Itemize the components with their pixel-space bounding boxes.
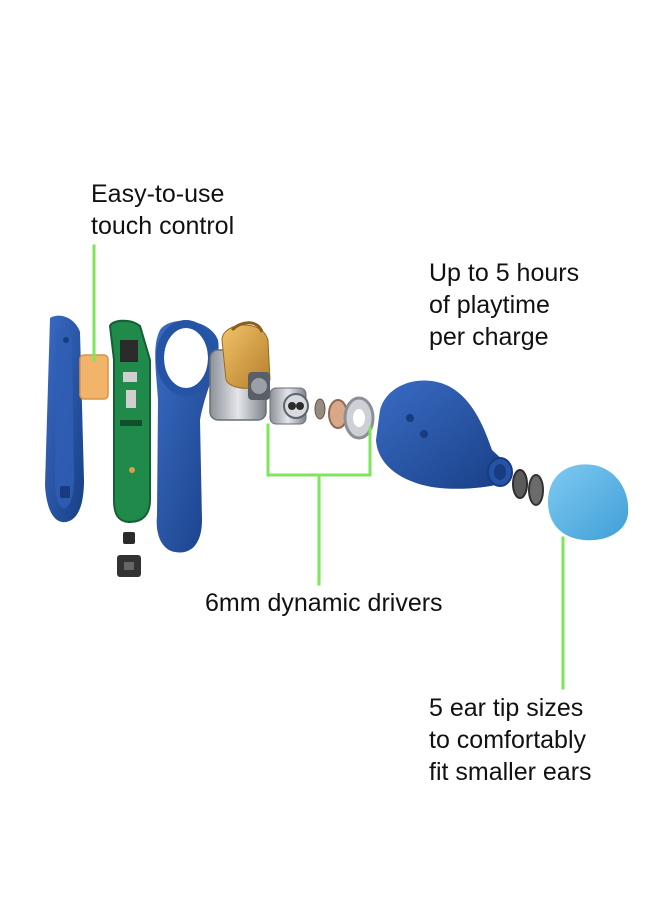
battery-contact-small — [123, 532, 135, 544]
dynamic-driver — [269, 387, 309, 425]
playtime-line-3: per charge — [429, 323, 549, 351]
callout-lines — [92, 244, 565, 690]
playtime-line-2: of playtime — [429, 291, 550, 319]
mesh-filter-1 — [512, 469, 528, 499]
playtime-line-1: Up to 5 hours — [429, 259, 580, 287]
nozzle-shell — [376, 380, 513, 489]
driver-assembly — [209, 321, 271, 421]
drivers-callout: 6mm dynamic drivers — [205, 587, 443, 619]
ear-tip — [548, 464, 629, 541]
touch-control-callout: Easy-to-use touch control — [91, 178, 234, 242]
ear-tips-line-2: to comfortably — [429, 726, 587, 754]
ear-tips-line-1: 5 ear tip sizes — [429, 694, 584, 722]
touch-pad — [79, 354, 109, 400]
ear-tips-callout: 5 ear tip sizes to comfortably fit small… — [429, 692, 592, 788]
driver-ring-1 — [314, 398, 326, 420]
touch-cover-shell — [45, 315, 84, 523]
circuit-board — [108, 319, 151, 524]
playtime-callout: Up to 5 hours of playtime per charge — [429, 257, 579, 353]
mesh-filter-2 — [528, 474, 544, 506]
touch-control-line-1: Easy-to-use — [91, 180, 225, 208]
inner-housing — [155, 320, 219, 553]
touch-control-line-2: touch control — [91, 212, 235, 240]
drivers-line-1: 6mm dynamic drivers — [205, 589, 443, 617]
ear-tips-line-3: fit smaller ears — [429, 758, 592, 786]
